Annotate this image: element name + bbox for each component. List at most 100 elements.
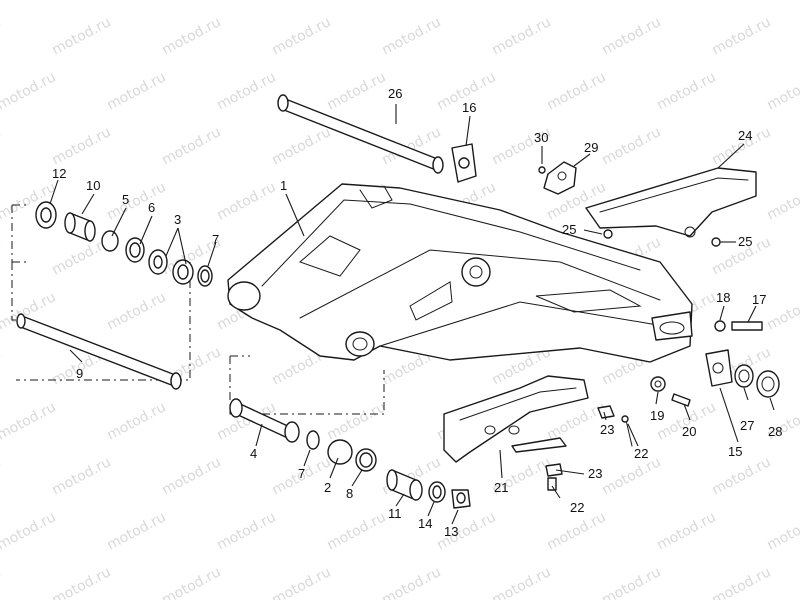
watermark-text: motod.ru (0, 69, 59, 113)
part-26-spindle (277, 94, 444, 174)
callout-30: 30 (534, 130, 548, 145)
callout-1: 1 (280, 178, 287, 193)
callout-28: 28 (768, 424, 782, 439)
watermark-text: motod.ru (159, 564, 223, 600)
watermark-text: motod.ru (654, 69, 718, 113)
part-23-nut-upper (597, 405, 615, 419)
part-18-nut (714, 320, 726, 332)
callout-25-left: 25 (562, 222, 576, 237)
callout-9: 9 (76, 366, 83, 381)
callout-4: 4 (250, 446, 257, 461)
watermark-text: motod.ru (764, 179, 800, 223)
watermark-text: motod.ru (709, 454, 773, 498)
callout-22-lower: 22 (570, 500, 584, 515)
watermark-text: motod.ru (214, 0, 278, 4)
watermark-text: motod.ru (324, 399, 388, 443)
part-1-swingarm (227, 183, 693, 363)
watermark-text: motod.ru (214, 179, 278, 223)
callout-24: 24 (738, 128, 752, 143)
watermark-text: motod.ru (544, 69, 608, 113)
watermark-text: motod.ru (104, 0, 168, 4)
watermark-text: motod.ru (0, 124, 4, 168)
watermark-text: motod.ru (599, 124, 663, 168)
part-22-screw-lower (547, 477, 557, 491)
part-9-spindle (16, 313, 182, 390)
watermark-text: motod.ru (434, 0, 498, 4)
assembly-guide-upper (11, 204, 191, 381)
callout-17: 17 (752, 292, 766, 307)
callout-8: 8 (346, 486, 353, 501)
part-16-block (451, 143, 477, 183)
watermark-text: motod.ru (49, 14, 113, 58)
watermark-text: motod.ru (104, 399, 168, 443)
callout-19: 19 (650, 408, 664, 423)
watermark-text: motod.ru (0, 564, 4, 600)
watermark-text: motod.ru (0, 344, 4, 388)
callout-15: 15 (728, 444, 742, 459)
watermark-text: motod.ru (214, 509, 278, 553)
watermark-text: motod.ru (269, 14, 333, 58)
callout-12: 12 (52, 166, 66, 181)
callout-25-right: 25 (738, 234, 752, 249)
watermark-text: motod.ru (489, 14, 553, 58)
watermark-text: motod.ru (214, 69, 278, 113)
watermark-text: motod.ru (49, 124, 113, 168)
leader-lines (49, 104, 775, 525)
watermark-text: motod.ru (0, 454, 4, 498)
callout-26: 26 (388, 86, 402, 101)
watermark-text: motod.ru (709, 14, 773, 58)
callout-2: 2 (324, 480, 331, 495)
part-27-washer (734, 364, 754, 388)
part-29-bracket (543, 161, 577, 195)
callout-3: 3 (174, 212, 181, 227)
callout-22-upper: 22 (634, 446, 648, 461)
callout-23-upper: 23 (600, 422, 614, 437)
watermark-text: motod.ru (599, 564, 663, 600)
part-20-pin (671, 393, 691, 407)
callout-29: 29 (584, 140, 598, 155)
callout-16: 16 (462, 100, 476, 115)
watermark-text: motod.ru (159, 14, 223, 58)
watermark-text: motod.ru (324, 509, 388, 553)
callout-23-lower: 23 (588, 466, 602, 481)
watermark-text: motod.ru (49, 564, 113, 600)
watermark-text: motod.ru (764, 0, 800, 4)
watermark-text: motod.ru (269, 124, 333, 168)
part-19-bush (650, 376, 666, 392)
part-22-screw-upper (621, 415, 633, 447)
watermark-text: motod.ru (159, 454, 223, 498)
watermark-text: motod.ru (0, 234, 4, 278)
watermark-text: motod.ru (104, 509, 168, 553)
part-28-cap (756, 370, 780, 398)
callout-5: 5 (122, 192, 129, 207)
watermark-text: motod.ru (654, 509, 718, 553)
watermark-text: motod.ru (159, 124, 223, 168)
callout-13: 13 (444, 524, 458, 539)
callout-27: 27 (740, 418, 754, 433)
watermark-text: motod.ru (104, 289, 168, 333)
watermark-text: motod.ru (764, 289, 800, 333)
part-15-adjuster-block (705, 349, 733, 387)
watermark-text: motod.ru (599, 14, 663, 58)
callout-14: 14 (418, 516, 432, 531)
part-23-nut-lower (545, 463, 563, 477)
callout-7-upper: 7 (212, 232, 219, 247)
watermark-text: motod.ru (324, 0, 388, 4)
bearing-stack-lower (229, 398, 471, 509)
watermark-text: motod.ru (544, 0, 608, 4)
part-17-adjuster-bolt (731, 321, 763, 331)
callout-11: 11 (388, 506, 402, 521)
watermark-text: motod.ru (379, 564, 443, 600)
watermark-text: motod.ru (104, 179, 168, 223)
watermark-text: motod.ru (0, 0, 59, 4)
watermark-text: motod.ru (269, 564, 333, 600)
callout-18: 18 (716, 290, 730, 305)
watermark-text: motod.ru (599, 454, 663, 498)
callout-labels: 1 2 3 4 5 6 7 7 8 9 10 11 12 13 14 15 16… (52, 86, 782, 539)
bearing-stack-upper (35, 201, 213, 287)
callout-10: 10 (86, 178, 100, 193)
watermark-text: motod.ru (764, 69, 800, 113)
callout-7-lower: 7 (298, 466, 305, 481)
part-30-bolt (538, 166, 546, 174)
